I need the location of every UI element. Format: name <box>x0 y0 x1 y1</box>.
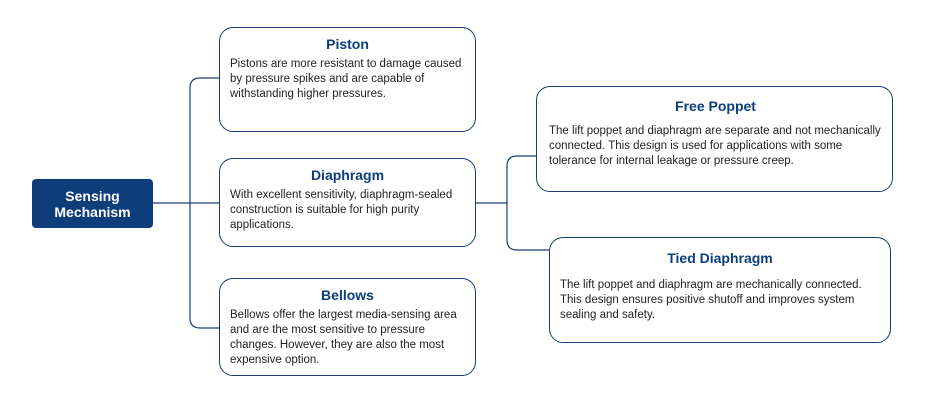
node-title: Free Poppet <box>675 98 756 114</box>
node-description: The lift poppet and diaphragm are mechan… <box>560 279 862 321</box>
node-title: Bellows <box>321 287 374 303</box>
connector-branch-vertical <box>506 155 549 251</box>
node-bellows: Bellows Bellows offer the largest media-… <box>219 278 476 376</box>
node-diaphragm: Diaphragm With excellent sensitivity, di… <box>219 158 476 247</box>
node-description: The lift poppet and diaphragm are separa… <box>549 125 881 167</box>
node-tied-diaphragm: Tied Diaphragm The lift poppet and diaph… <box>549 237 891 343</box>
node-description: Pistons are more resistant to damage cau… <box>230 58 462 100</box>
node-piston: Piston Pistons are more resistant to dam… <box>219 27 476 132</box>
node-description: With excellent sensitivity, diaphragm-se… <box>230 189 453 231</box>
node-title: Piston <box>326 36 369 52</box>
root-node-sensing-mechanism: Sensing Mechanism <box>32 179 153 228</box>
root-label: Sensing Mechanism <box>54 187 131 220</box>
node-description: Bellows offer the largest media-sensing … <box>230 309 457 366</box>
node-free-poppet: Free Poppet The lift poppet and diaphrag… <box>536 86 893 192</box>
node-title: Tied Diaphragm <box>667 250 773 266</box>
node-title: Diaphragm <box>310 167 385 183</box>
connector-trunk-vertical <box>189 77 219 329</box>
